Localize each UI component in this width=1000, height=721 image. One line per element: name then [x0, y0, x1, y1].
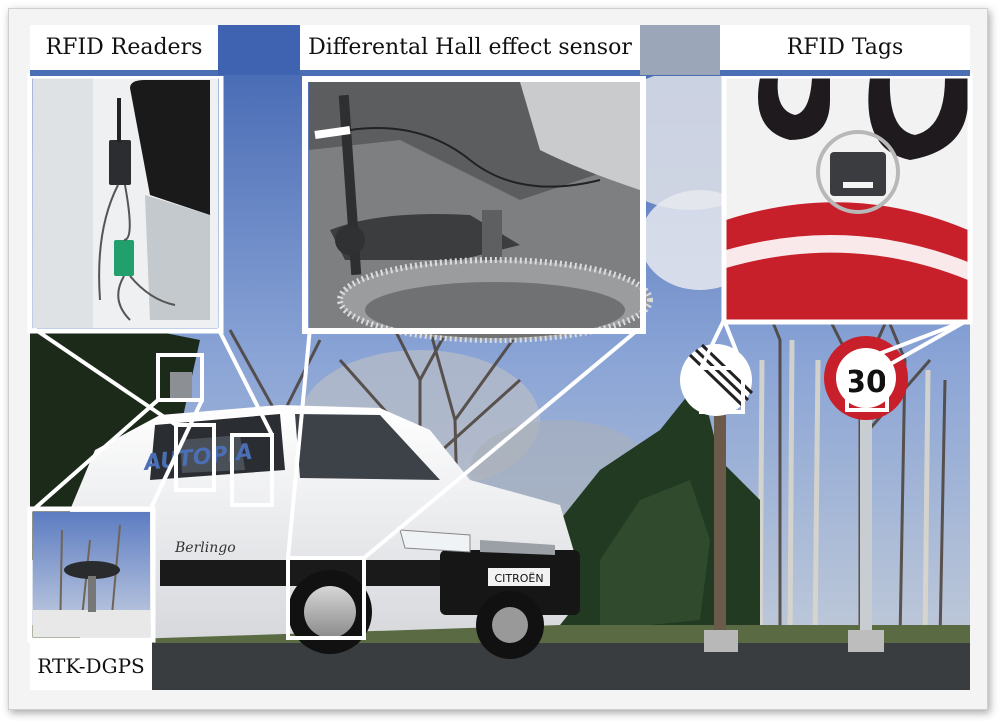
label-rfid-readers: RFID Readers — [30, 25, 218, 70]
figure-frame — [8, 8, 988, 710]
label-hall-sensor: Differental Hall effect sensor — [300, 25, 640, 70]
label-rtk-dgps: RTK-DGPS — [30, 641, 152, 690]
label-rfid-tags: RFID Tags — [720, 25, 970, 70]
